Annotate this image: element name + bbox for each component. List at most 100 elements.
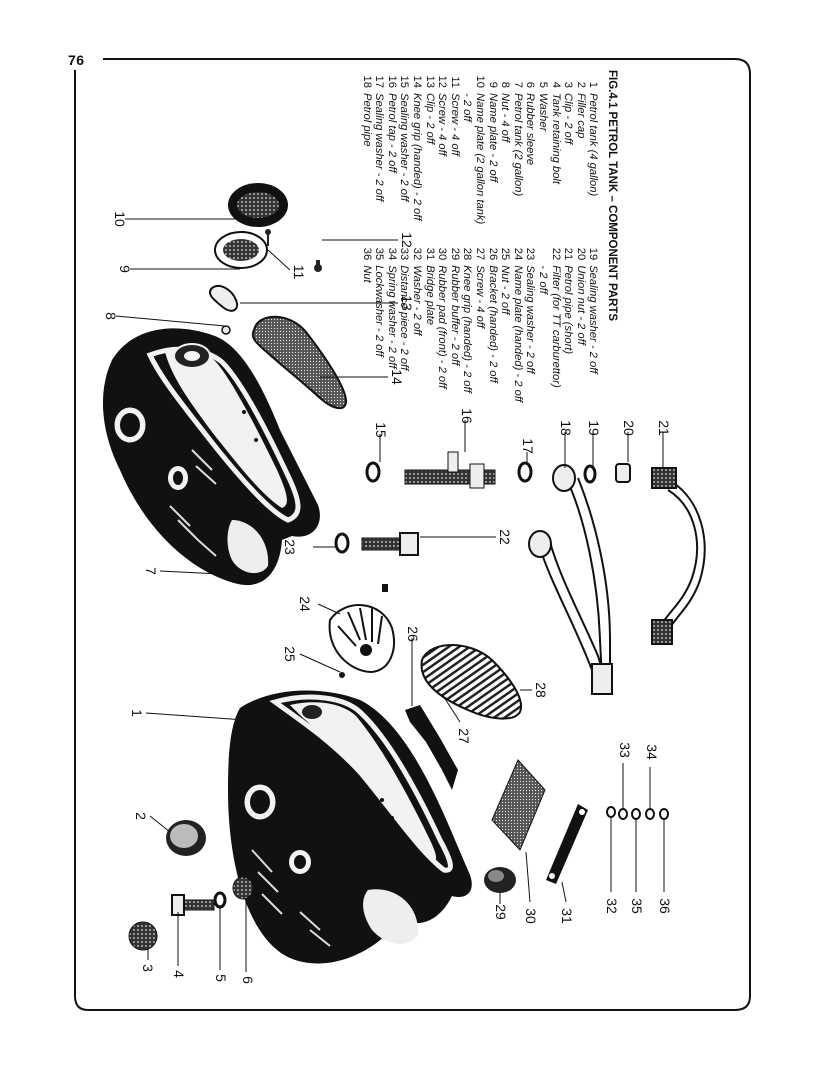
legend-item-number: 29 <box>448 247 461 261</box>
callout-15: 15 <box>373 422 389 438</box>
legend-item-number: 24 <box>511 247 524 261</box>
callout-8: 8 <box>103 312 119 320</box>
legend-item-number: 36 <box>360 247 373 261</box>
legend-item-text: Nut - 2 off <box>499 265 512 315</box>
legend-item-number: 6 <box>524 81 537 88</box>
callout-35: 35 <box>629 898 645 914</box>
callout-5: 5 <box>213 974 229 982</box>
legend-item-text: Union nut - 2 off <box>574 265 587 345</box>
legend-item-number: 5 <box>537 81 550 88</box>
legend-item-text: Distance piece - 2 off <box>398 265 411 371</box>
legend-item-text: Sealing washer - 2 off <box>398 93 411 202</box>
callout-28: 28 <box>533 682 549 698</box>
legend-item-text: Name plate - 2 off <box>486 93 499 182</box>
legend-item-text: Petrol pipe (short) <box>562 265 575 355</box>
sealing-washer-23 <box>334 532 350 554</box>
rubber-buffer-29 <box>484 867 516 893</box>
legend-item-number: 26 <box>486 247 499 261</box>
callout-7: 7 <box>143 567 159 575</box>
legend-item-text: Filter (for TT carburettor) <box>549 265 562 388</box>
callout-24: 24 <box>297 596 313 612</box>
petrol-tap-16 <box>404 451 496 489</box>
sealing-washer-17 <box>517 461 533 483</box>
legend-item-number: 1 <box>587 81 600 88</box>
legend-item-number: 2 <box>574 81 587 88</box>
petrol-tank-2-gallon <box>102 328 320 586</box>
legend-item-text: Screw - 4 off <box>448 93 461 156</box>
callout-16: 16 <box>459 408 475 424</box>
legend-item-text: Screw - 4 off <box>474 265 487 329</box>
legend-item-text: Nut - 4 off <box>499 93 512 143</box>
legend-item-text: Sealing washer - 2 off <box>524 265 537 374</box>
screws-11-12 <box>265 229 322 272</box>
legend-item-number: 21 <box>562 247 575 261</box>
legend-item-number: 9 <box>486 81 499 88</box>
callout-26: 26 <box>405 626 421 642</box>
petrol-pipe-18 <box>528 464 613 695</box>
legend-item-text: Lockwasher - 2 off <box>373 265 386 357</box>
legend-item-number: 11 <box>448 76 461 88</box>
callout-19: 19 <box>586 420 602 436</box>
callout-34: 34 <box>644 744 660 760</box>
page-number: 76 <box>68 52 85 68</box>
legend-item-text: Washer - 2 off <box>411 265 424 336</box>
legend-item: - 2 off <box>461 70 474 224</box>
rubber-sleeve-6 <box>232 876 254 900</box>
legend-item-text: Rubber buffer - 2 off <box>448 265 461 366</box>
legend-item-text: Petrol tank (4 gallon) <box>587 93 600 197</box>
legend-item-text: - 2 off <box>461 93 474 122</box>
legend-item-text: Spring washer - 2 off <box>385 265 398 369</box>
callout-6: 6 <box>240 976 256 984</box>
union-nut-20 <box>615 463 631 483</box>
legend-item-number: 23 <box>524 247 537 261</box>
callout-4: 4 <box>171 970 187 978</box>
knee-grip-14 <box>251 315 348 410</box>
legend-item-text: Rubber pad (front) - 2 off <box>436 265 449 389</box>
legend-item-text: Petrol pipe <box>360 93 373 147</box>
callout-18: 18 <box>558 420 574 436</box>
leader-lines <box>115 218 665 972</box>
legend-item-text: Screw - 4 off <box>436 93 449 156</box>
filter-22 <box>361 532 419 556</box>
name-plate-9 <box>214 231 268 269</box>
callout-9: 9 <box>117 265 133 273</box>
callout-21: 21 <box>656 420 672 436</box>
legend-item-text: Petrol tank (2 gallon) <box>511 93 524 197</box>
legend-item-number: 30 <box>436 247 449 261</box>
callout-14: 14 <box>389 369 405 385</box>
legend-item-number: 4 <box>549 81 562 88</box>
callout-25: 25 <box>282 646 298 662</box>
legend-item-text: Petrol tap - 2 off <box>385 93 398 173</box>
legend-item-number: 7 <box>511 81 524 88</box>
nut-8 <box>221 325 231 335</box>
legend-item-number: 28 <box>461 247 474 261</box>
legend-item-number: 8 <box>499 81 512 88</box>
tank-retaining-bolt-4 <box>171 894 215 916</box>
callout-10: 10 <box>112 211 128 227</box>
legend-item-number: 35 <box>373 247 386 261</box>
legend-item-text: Sealing washer - 2 off <box>587 265 600 374</box>
legend-item-number: 32 <box>411 247 424 261</box>
legend-item-number: 10 <box>474 75 487 88</box>
legend-item-number: 34 <box>385 247 398 261</box>
